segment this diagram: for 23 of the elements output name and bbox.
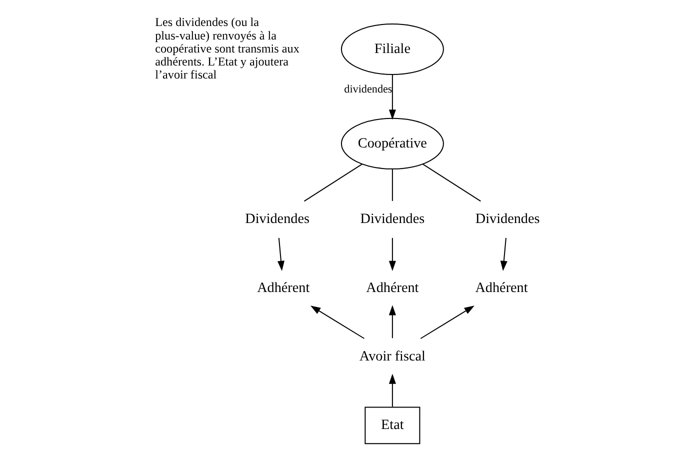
label: Les dividendes (ou la plus-value) renvoyés à la coopérative sont transmis aux adhérents. L’Etat y ajoutera l’avoir fiscal [155,15,300,82]
arrow [388,305,396,338]
arrow [500,238,508,271]
arrow [388,374,396,407]
node-text: Dividendes [245,211,310,228]
node-ellipse: Filiale [340,24,444,75]
node-ellipse: Coopérative [340,118,444,170]
arrow [388,238,396,271]
arrow [277,238,285,271]
arrow [310,306,364,339]
arrow [420,306,474,339]
node-text: Dividendes [360,211,425,228]
node-text: Adhérent [366,280,419,296]
node-text: Dividendes [475,211,540,228]
connector [422,164,481,202]
node-text: Adhérent [475,280,528,296]
node-text: Adhérent [257,280,310,296]
connector [392,169,393,201]
connector [304,164,362,202]
node-box: Etat [364,406,420,444]
arrow [388,74,396,120]
edge-label: dividendes [344,84,392,96]
node-text: Avoir fiscal [359,348,426,364]
